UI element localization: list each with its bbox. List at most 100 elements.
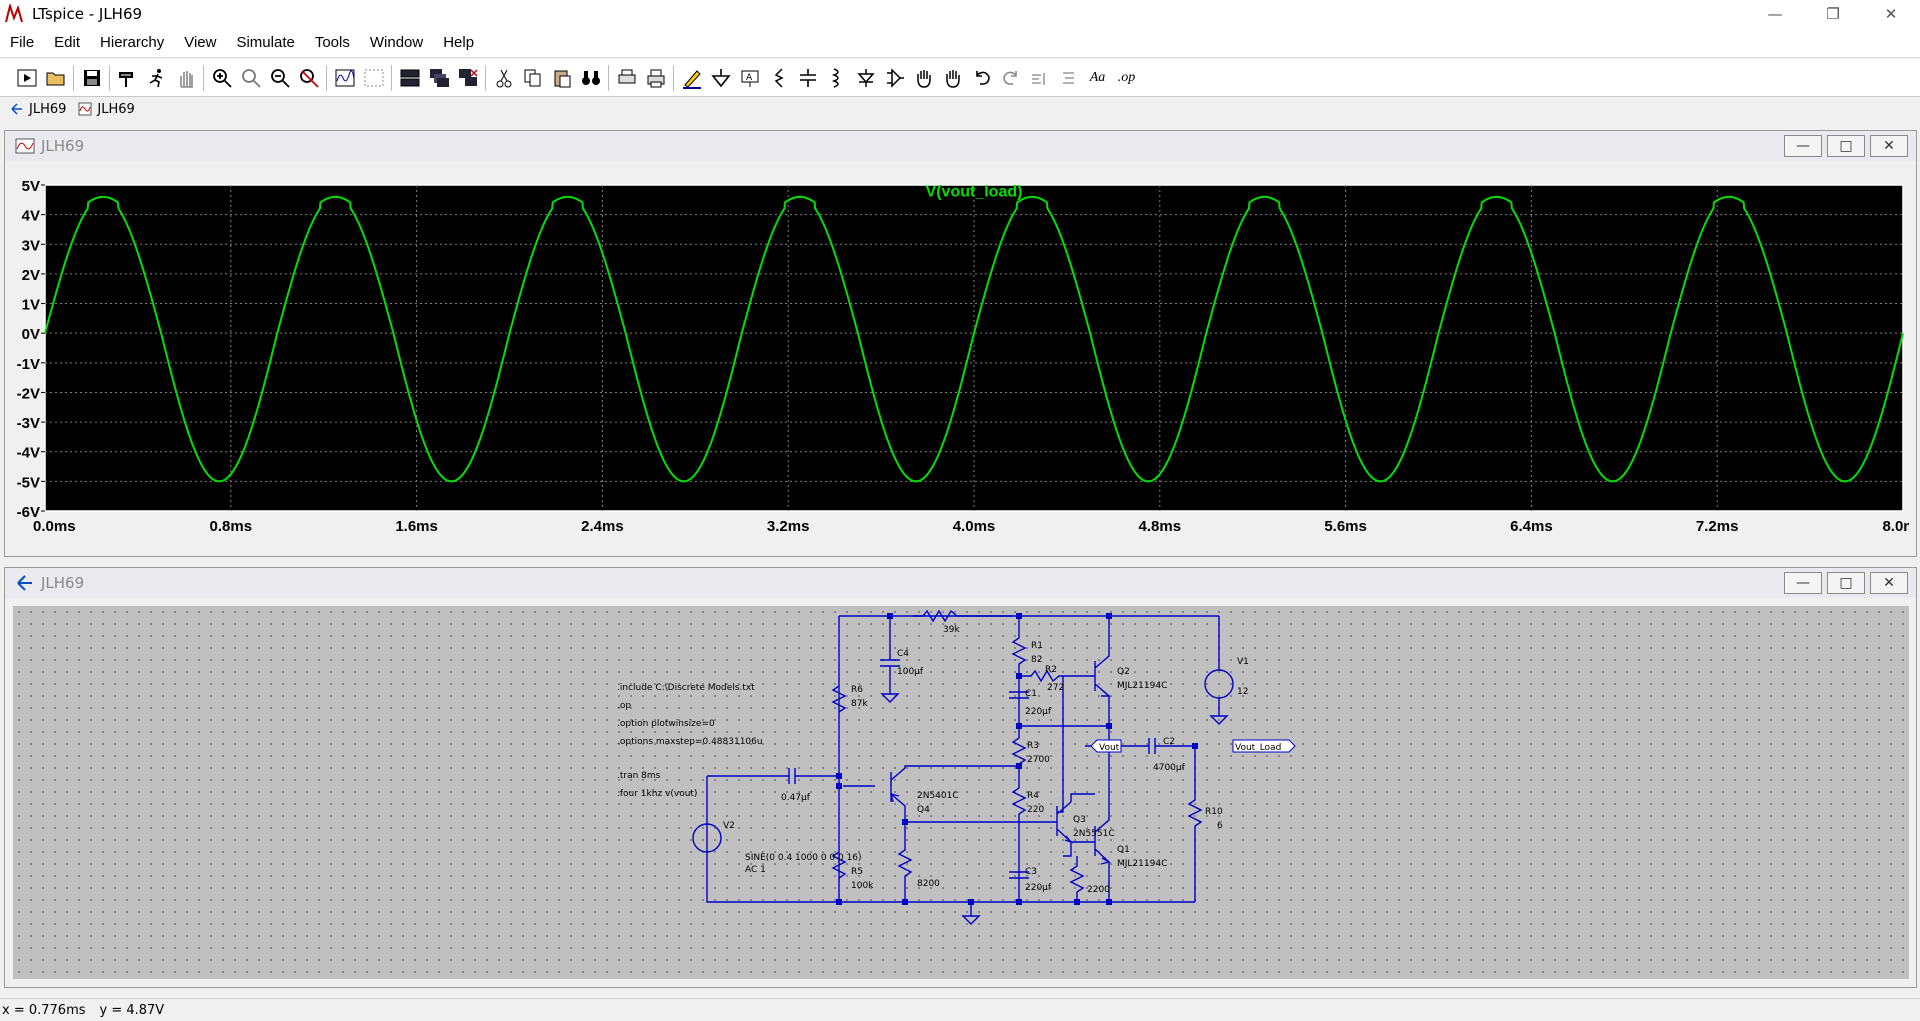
zoom-cancel-button[interactable] [294,63,323,93]
menu-window[interactable]: Window [369,34,424,51]
label-net-button[interactable]: A [735,63,764,93]
copy-icon [524,69,540,86]
toolbar-separator [203,64,204,91]
open-button[interactable] [41,63,70,93]
hand-icon [179,70,193,88]
svg-text:A: A [746,73,753,83]
waveform-chart[interactable]: V(vout_load)5V4V3V2V1V0V-1V-2V-3V-4V-5V-… [13,173,1920,552]
schematic-drawing[interactable]: 39k C4 100µf R6 87k R1 82 R2 272 C1 220µ… [13,606,1909,979]
minimize-button[interactable]: — [1767,5,1783,23]
menu-view[interactable]: View [184,34,217,51]
control-panel-button[interactable] [113,63,142,93]
print-button[interactable] [641,63,670,93]
v2-spec: SINE(0 0.4 1000 0 0 0 16) [745,853,862,863]
svg-text:Vout_Load: Vout_Load [1235,743,1281,753]
r10-value: 6 [1217,821,1223,831]
mirror-button[interactable] [1054,63,1083,93]
inductor-button[interactable] [822,63,851,93]
waveform-minimize-button[interactable]: — [1784,135,1822,157]
q2-name: Q2 [1117,667,1130,677]
waveform-view-button[interactable] [359,63,388,93]
menu-tools[interactable]: Tools [314,34,350,51]
schematic-canvas[interactable]: 39k C4 100µf R6 87k R1 82 R2 272 C1 220µ… [13,606,1909,979]
drag-hand-icon [945,69,960,88]
save-button[interactable] [77,63,106,93]
schematic-maximize-button[interactable]: □ [1827,572,1865,594]
y-tick-label: 5V [22,178,40,195]
ground-button[interactable] [706,63,735,93]
r-8200-value: 8200 [917,879,940,889]
find-button[interactable] [576,63,605,93]
waveform-icon [78,102,92,116]
y-tick-label: 4V [22,208,40,225]
net-label-vout[interactable]: Vout [1090,739,1122,753]
waveform-autorange-icon [335,69,354,86]
zoom-out-button[interactable] [265,63,294,93]
menu-help[interactable]: Help [443,34,475,51]
text-button[interactable]: Aa [1083,63,1112,93]
zoom-cancel-icon [299,68,319,88]
close-all-button[interactable] [453,63,482,93]
paste-button[interactable] [547,63,576,93]
halt-button[interactable] [142,63,171,93]
pan-button[interactable] [171,63,200,93]
tab-schematic[interactable]: JLH69 [10,102,66,117]
diode-button[interactable] [851,63,880,93]
redo-icon [1002,70,1017,85]
rotate-button[interactable] [1025,63,1054,93]
cascade-button[interactable] [424,63,453,93]
menu-file[interactable]: File [10,34,35,51]
schematic-minimize-button[interactable]: — [1784,572,1822,594]
spice-directive-button[interactable]: .op [1112,63,1141,93]
undo-button[interactable] [967,63,996,93]
spice-directives[interactable]: .include C:\Discrete Models.txt .op .opt… [617,683,763,799]
cursor-y-readout: y = 4.87V [99,1002,165,1018]
component-button[interactable] [880,63,909,93]
draw-wire-button[interactable] [677,63,706,93]
c3-name: C3 [1025,867,1037,877]
schematic-window-title: JLH69 [41,574,85,592]
text-aa-icon: Aa [1089,69,1106,85]
restore-button[interactable]: ❐ [1826,5,1840,23]
net-label-vout-load[interactable]: Vout_Load [1232,739,1296,753]
q3-model: 2N5551C [1073,829,1115,839]
autorange-button[interactable] [330,63,359,93]
close-button[interactable]: ✕ [1884,5,1898,23]
q2-model: MJL21194C [1117,681,1167,691]
tile-horizontal-icon [400,69,419,86]
directive-maxstep: .options maxstep=0.48831106u [617,737,763,747]
redo-button[interactable] [996,63,1025,93]
r4-name: R4 [1027,791,1039,801]
waveform-close-button[interactable]: ✕ [1870,135,1908,157]
menu-simulate[interactable]: Simulate [236,34,295,51]
tile-horizontal-button[interactable] [395,63,424,93]
capacitor-icon [799,68,816,87]
waveform-maximize-button[interactable]: □ [1827,135,1865,157]
capacitor-button[interactable] [793,63,822,93]
move-button[interactable] [909,63,938,93]
cut-button[interactable] [489,63,518,93]
cascade-icon [429,68,449,87]
schematic-close-button[interactable]: ✕ [1870,572,1908,594]
x-tick-label: 4.8ms [1139,518,1182,535]
schematic-wires [692,609,1234,925]
run-button[interactable] [12,63,41,93]
zoom-fit-button[interactable] [236,63,265,93]
schematic-window-titlebar: JLH69 — □ ✕ [5,568,1916,598]
r-2200-value: 2200 [1087,885,1110,895]
q4-model: 2N5401C [917,791,959,801]
x-tick-label: 0.0ms [33,518,76,535]
copy-button[interactable] [518,63,547,93]
tab-waveform[interactable]: JLH69 [78,102,135,117]
x-tick-label: 2.4ms [581,518,624,535]
menu-edit[interactable]: Edit [54,34,81,51]
print-setup-button[interactable] [612,63,641,93]
drag-button[interactable] [938,63,967,93]
x-tick-label: 1.6ms [395,518,438,535]
q3-name: Q3 [1073,815,1086,825]
menu-hierarchy[interactable]: Hierarchy [100,34,165,51]
resistor-button[interactable] [764,63,793,93]
zoom-in-button[interactable] [207,63,236,93]
c2-name: C2 [1163,737,1175,747]
